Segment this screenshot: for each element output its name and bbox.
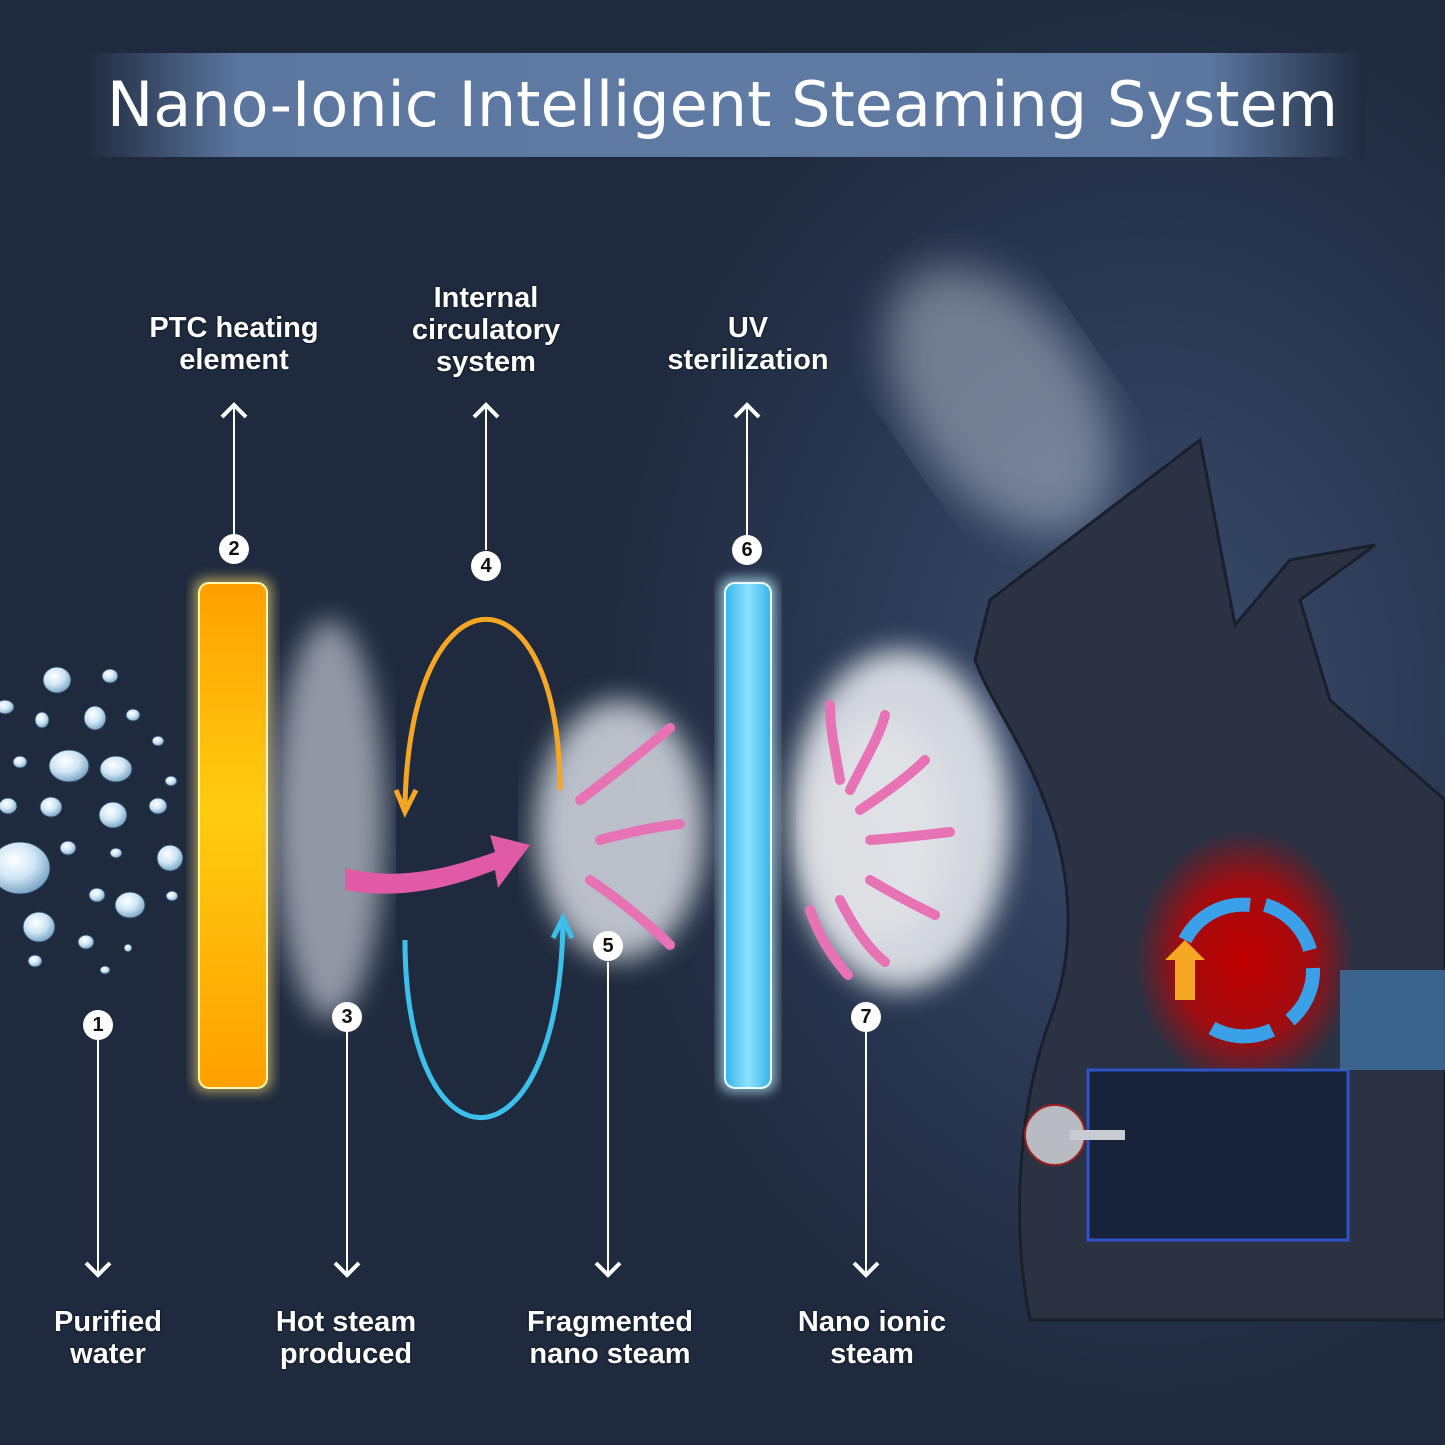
step-number-4: 4 [471,551,501,581]
title-banner [85,53,1365,157]
step-label-hot-steam: Hot steam produced [275,1306,417,1370]
step-label-ptc-heating: PTC heating element [149,312,319,376]
pink-flow-arrows [345,700,955,980]
step-number-1: 1 [83,1010,113,1040]
step-label-circulatory: Internal circulatory system [411,282,561,378]
steamer-device [973,437,1445,1322]
step-label-fragmented-steam: Fragmented nano steam [527,1306,693,1370]
step-number-7: 7 [851,1002,881,1032]
step-label-nano-ionic: Nano ionic steam [797,1306,947,1370]
ptc-heating-bar [198,582,268,1089]
step-number-2: 2 [219,534,249,564]
circulation-icon [1178,897,1321,1044]
callout-lines [84,402,880,1278]
loop-cyan [402,919,566,1120]
step-label-uv-sterilization: UV sterilization [667,312,829,376]
step-label-purified-water: Purified water [54,1306,162,1370]
uv-sterilization-bar [724,582,772,1089]
step-number-3: 3 [332,1002,362,1032]
water-drops [0,666,184,975]
step-number-5: 5 [593,931,623,961]
loop-orange [402,616,563,806]
page-title: Nano-Ionic Intelligent Steaming System [106,68,1339,141]
step-number-6: 6 [732,535,762,565]
